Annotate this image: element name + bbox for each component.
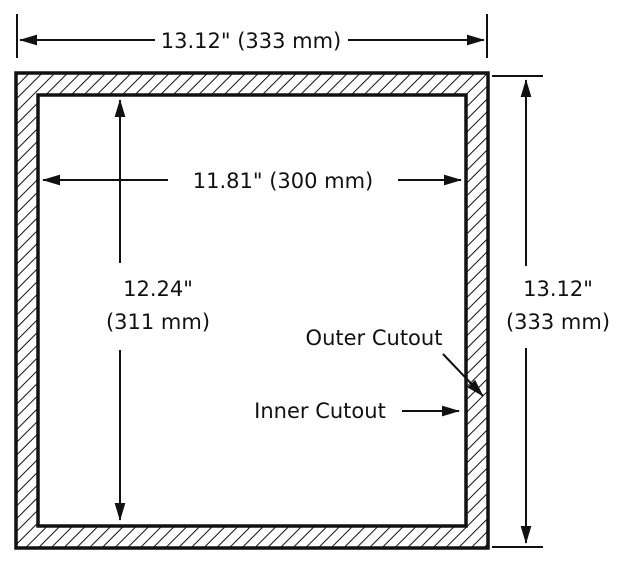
outer-cutout-label: Outer Cutout bbox=[306, 326, 443, 350]
right-dimension-label-mm: (333 mm) bbox=[506, 310, 610, 334]
top-dimension-label: 13.12" (333 mm) bbox=[161, 29, 342, 53]
inner-cutout-square bbox=[36, 93, 468, 528]
inner-height-label-mm: (311 mm) bbox=[106, 310, 210, 334]
right-dimension bbox=[492, 75, 543, 548]
inner-height-label-in: 12.24" bbox=[123, 277, 193, 301]
right-dimension-label-in: 13.12" bbox=[523, 277, 593, 301]
inner-width-label: 11.81" (300 mm) bbox=[193, 169, 374, 193]
outer-cutout-leader-arrow bbox=[442, 353, 484, 397]
inner-cutout-label: Inner Cutout bbox=[254, 399, 386, 423]
top-dimension bbox=[16, 14, 488, 58]
